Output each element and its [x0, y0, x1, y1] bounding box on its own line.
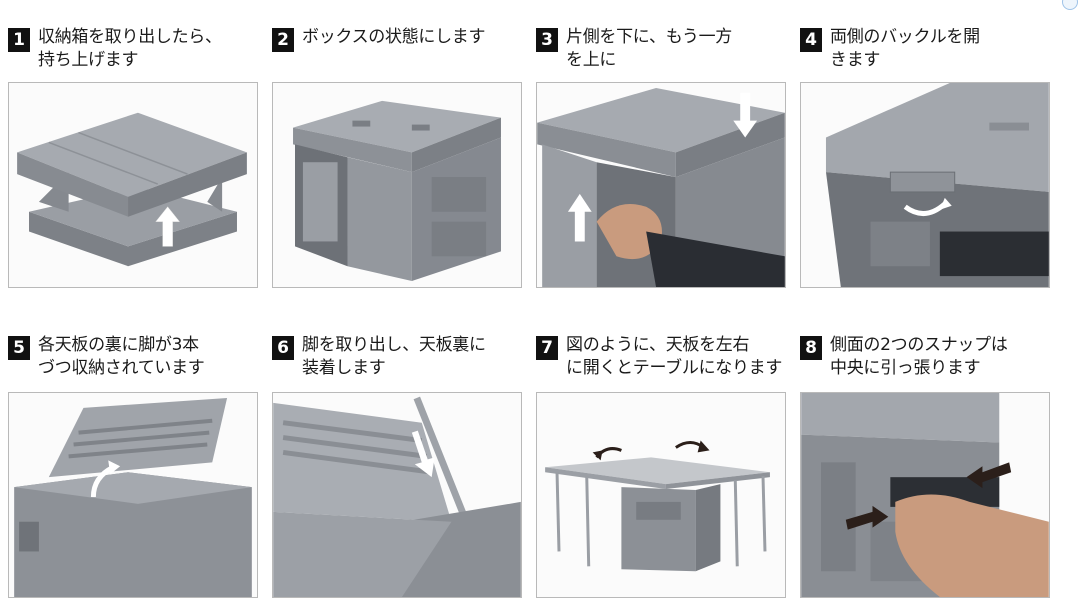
- step-number-badge: 7: [536, 336, 558, 360]
- step-caption: 両側のバックルを開 きます: [830, 27, 980, 70]
- step-number-badge: 4: [800, 28, 822, 52]
- step-caption: 収納箱を取り出したら、 持ち上げます: [38, 27, 222, 70]
- step-number-badge: 3: [536, 28, 558, 52]
- step-number-badge: 8: [800, 336, 822, 360]
- step-header: 7 図のように、天板を左右 に開くとテーブルになります: [536, 334, 801, 384]
- corner-icon: [1062, 0, 1078, 10]
- table-open-illustration: [545, 440, 770, 572]
- step-number-badge: 2: [272, 28, 294, 52]
- up-arrow-icon: [155, 206, 181, 247]
- step-illustration: [272, 392, 522, 598]
- step-illustration: [272, 82, 522, 288]
- up-arrow-icon: [567, 193, 592, 242]
- down-arrow-icon: [411, 430, 435, 478]
- step-illustration: [800, 82, 1050, 288]
- step-illustration: [536, 392, 786, 598]
- buckle-open-illustration: [825, 83, 1049, 287]
- right-arrow-icon: [845, 505, 889, 530]
- left-arrow-icon: [966, 462, 1012, 489]
- step-illustration: [8, 82, 258, 288]
- step-number-badge: 5: [8, 336, 30, 360]
- step-illustration: [536, 82, 786, 288]
- down-arrow-icon: [733, 92, 758, 138]
- step-header: 1 収納箱を取り出したら、 持ち上げます: [8, 26, 273, 76]
- step-number-badge: 1: [8, 28, 30, 52]
- step-caption: 脚を取り出し、天板裏に 装着します: [302, 335, 486, 378]
- step-header: 5 各天板の裏に脚が3本 づつ収納されています: [8, 334, 273, 384]
- step-header: 8 側面の2つのスナップは 中央に引っ張ります: [800, 334, 1065, 384]
- leg-attach-illustration: [273, 396, 521, 597]
- box-lift-illustration: [17, 112, 247, 267]
- box-side-fold-illustration: [537, 87, 785, 287]
- step-caption: 片側を下に、もう一方 を上に: [566, 27, 732, 70]
- step-caption: 図のように、天板を左右 に開くとテーブルになります: [566, 335, 783, 378]
- step-header: 6 脚を取り出し、天板裏に 装着します: [272, 334, 537, 384]
- step-header: 2 ボックスの状態にします: [272, 26, 537, 76]
- step-header: 3 片側を下に、もう一方 を上に: [536, 26, 801, 76]
- step-header: 4 両側のバックルを開 きます: [800, 26, 1065, 76]
- step-caption: 各天板の裏に脚が3本 づつ収納されています: [38, 335, 205, 378]
- snap-pull-illustration: [801, 393, 1049, 597]
- step-illustration: [800, 392, 1050, 598]
- step-number-badge: 6: [272, 336, 294, 360]
- step-caption: 側面の2つのスナップは 中央に引っ張ります: [830, 335, 1008, 378]
- box-assembled-illustration: [293, 100, 501, 282]
- step-illustration: [8, 392, 258, 598]
- lid-legs-illustration: [14, 397, 252, 597]
- step-caption: ボックスの状態にします: [302, 27, 486, 47]
